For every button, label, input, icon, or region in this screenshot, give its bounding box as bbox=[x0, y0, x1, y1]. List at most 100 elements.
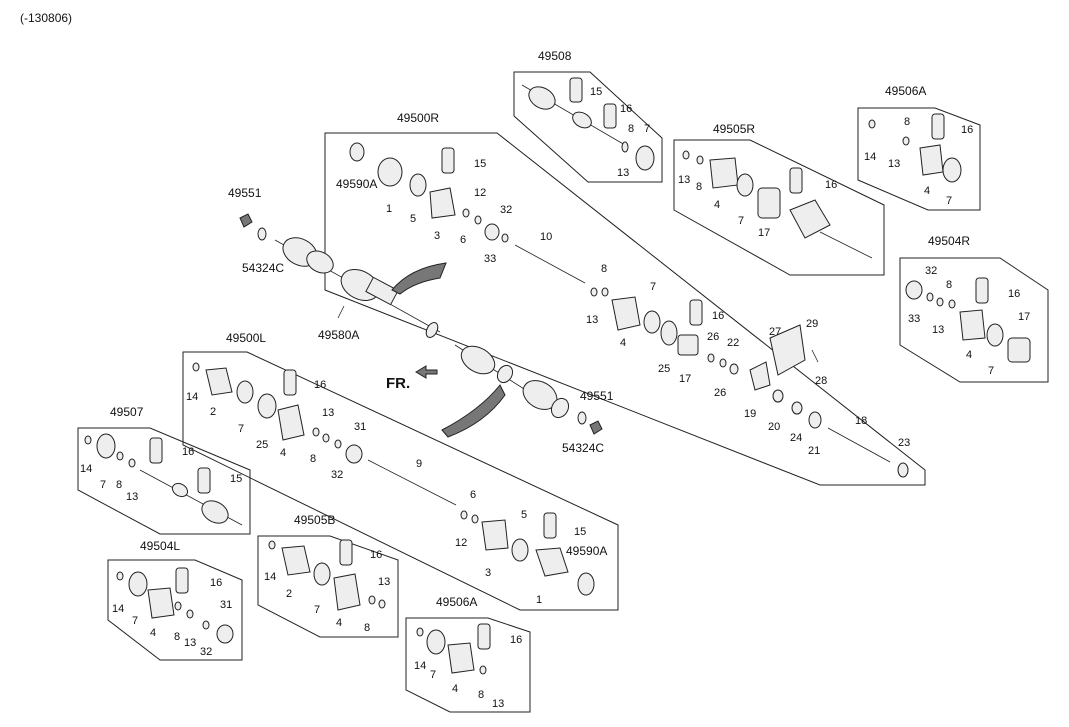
panel-49506A-top-parts bbox=[868, 113, 962, 183]
label-49500R-4: 4 bbox=[620, 337, 626, 349]
panel-49500L bbox=[182, 351, 619, 611]
label-49506A-bottom-13: 13 bbox=[492, 698, 504, 710]
label-49500L-12: 12 bbox=[455, 537, 467, 549]
label-49500R-6: 6 bbox=[460, 234, 466, 246]
assembly-49580A: 49580A bbox=[318, 328, 359, 342]
assembly-49500L: 49500L bbox=[226, 331, 266, 345]
label-49500L-4: 4 bbox=[280, 447, 286, 459]
label-49505B-16: 16 bbox=[370, 549, 382, 561]
label-49508-7: 7 bbox=[644, 123, 650, 135]
label-49505R-16: 16 bbox=[825, 179, 837, 191]
panel-49504R bbox=[899, 257, 1049, 383]
label-49505B-13: 13 bbox=[378, 576, 390, 588]
label-49505B-14: 14 bbox=[264, 571, 276, 583]
panel-49505B bbox=[257, 535, 399, 638]
nut-49551-right bbox=[589, 420, 603, 435]
curved-arrow-upper bbox=[391, 262, 447, 295]
assembly-49590A-bottom: 49590A bbox=[566, 544, 607, 558]
label-49500R-10: 10 bbox=[540, 231, 552, 243]
label-49504L-32: 32 bbox=[200, 646, 212, 658]
label-49507-7: 7 bbox=[100, 479, 106, 491]
label-49504L-13: 13 bbox=[184, 637, 196, 649]
label-49506A-bottom-4: 4 bbox=[452, 683, 458, 695]
label-49500R-7: 7 bbox=[650, 281, 656, 293]
assembly-49505B: 49505B bbox=[294, 513, 335, 527]
label-49504R-7: 7 bbox=[988, 365, 994, 377]
assembly-54324C-right: 54324C bbox=[562, 441, 604, 455]
panel-49500R-parts bbox=[349, 142, 909, 478]
assembly-49590A-top: 49590A bbox=[336, 177, 377, 191]
label-49500R-15: 15 bbox=[474, 158, 486, 170]
label-49500R-3: 3 bbox=[434, 230, 440, 242]
label-49505B-7: 7 bbox=[314, 604, 320, 616]
panel-49504R-parts bbox=[905, 277, 1031, 363]
label-49500R-13: 13 bbox=[586, 314, 598, 326]
label-49506A-top-14: 14 bbox=[864, 151, 876, 163]
assembly-49504L: 49504L bbox=[140, 539, 180, 553]
label-49500R-33: 33 bbox=[484, 253, 496, 265]
label-49500R-25: 25 bbox=[658, 363, 670, 375]
panel-49507 bbox=[77, 427, 251, 535]
panel-49508-parts bbox=[521, 77, 655, 171]
assembly-49500R: 49500R bbox=[397, 111, 439, 125]
nut-49551-top bbox=[239, 213, 253, 228]
label-49500L-32: 32 bbox=[331, 469, 343, 481]
label-49500L-13: 13 bbox=[322, 407, 334, 419]
label-49500L-14: 14 bbox=[186, 391, 198, 403]
assembly-49505R: 49505R bbox=[713, 122, 755, 136]
panel-49506A-top bbox=[857, 107, 981, 211]
label-49504R-32: 32 bbox=[925, 265, 937, 277]
label-49504R-13: 13 bbox=[932, 324, 944, 336]
label-49500L-9: 9 bbox=[416, 458, 422, 470]
assembly-49506A-top: 49506A bbox=[885, 84, 926, 98]
panel-49504L bbox=[107, 559, 243, 661]
label-49500L-3: 3 bbox=[485, 567, 491, 579]
label-49505R-8: 8 bbox=[696, 181, 702, 193]
label-49500L-7: 7 bbox=[238, 423, 244, 435]
label-49504R-33: 33 bbox=[908, 313, 920, 325]
washer-54324C-top bbox=[257, 227, 267, 241]
label-49500L-2: 2 bbox=[210, 406, 216, 418]
assembly-49507: 49507 bbox=[110, 405, 144, 419]
label-49506A-bottom-8: 8 bbox=[478, 689, 484, 701]
label-49508-16: 16 bbox=[620, 103, 632, 115]
label-49508-8: 8 bbox=[628, 123, 634, 135]
main-shaft-upper bbox=[274, 237, 441, 338]
label-49504R-8: 8 bbox=[946, 279, 952, 291]
label-49500L-16: 16 bbox=[314, 379, 326, 391]
label-49500R-5: 5 bbox=[410, 213, 416, 225]
label-49500R-26a: 26 bbox=[707, 331, 719, 343]
label-49500L-31: 31 bbox=[354, 421, 366, 433]
main-shaft-lower bbox=[454, 344, 570, 419]
panel-49505B-parts bbox=[268, 539, 386, 611]
label-49505B-8: 8 bbox=[364, 622, 370, 634]
label-49506A-top-8: 8 bbox=[904, 116, 910, 128]
label-49500R-19: 19 bbox=[744, 408, 756, 420]
label-49500R-22: 22 bbox=[727, 337, 739, 349]
label-49505B-4: 4 bbox=[336, 617, 342, 629]
label-49500L-15: 15 bbox=[574, 526, 586, 538]
label-49504R-17: 17 bbox=[1018, 311, 1030, 323]
panel-49506A-bottom bbox=[405, 617, 531, 713]
label-49500R-27: 27 bbox=[769, 326, 781, 338]
label-49505B-2: 2 bbox=[286, 588, 292, 600]
label-49500R-26b: 26 bbox=[714, 387, 726, 399]
label-49506A-top-16: 16 bbox=[961, 124, 973, 136]
label-49504L-14: 14 bbox=[112, 603, 124, 615]
label-49500L-6: 6 bbox=[470, 489, 476, 501]
panel-49506A-bottom-parts bbox=[416, 623, 491, 675]
panel-49508 bbox=[513, 71, 663, 183]
label-49505R-17: 17 bbox=[758, 227, 770, 239]
label-49500R-12: 12 bbox=[474, 187, 486, 199]
label-49500R-18: 18 bbox=[855, 415, 867, 427]
label-49504R-16: 16 bbox=[1008, 288, 1020, 300]
curved-arrow-lower bbox=[441, 384, 506, 438]
label-49500L-5: 5 bbox=[521, 509, 527, 521]
label-49505R-13: 13 bbox=[678, 174, 690, 186]
label-49506A-top-4: 4 bbox=[924, 185, 930, 197]
label-49500L-25: 25 bbox=[256, 439, 268, 451]
label-49504R-4: 4 bbox=[966, 349, 972, 361]
label-49504L-7: 7 bbox=[132, 615, 138, 627]
label-49500R-24: 24 bbox=[790, 432, 802, 444]
